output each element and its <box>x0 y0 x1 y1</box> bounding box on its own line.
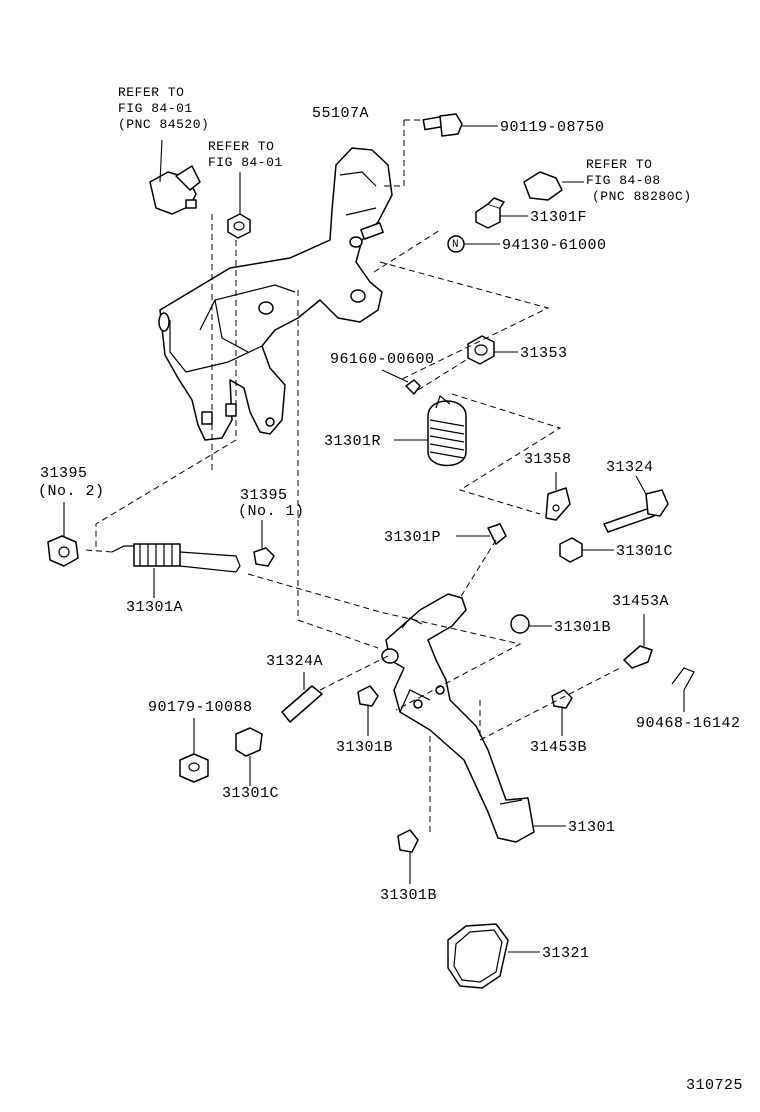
label-31321: 31321 <box>542 945 590 962</box>
label-31324: 31324 <box>606 459 654 476</box>
bushing-31395-no2-drawing <box>47 502 79 567</box>
bushing-31301F-drawing <box>475 197 528 229</box>
stopper-31301B-bottom-drawing <box>397 829 419 884</box>
bolt-31324-drawing <box>603 475 669 533</box>
ref-88280-line1: REFER TO <box>586 157 653 172</box>
ref-88280-line2: FIG 84-08 <box>586 173 661 188</box>
label-90468-16142: 90468-16142 <box>636 715 741 732</box>
spring-31301R-drawing <box>394 394 467 467</box>
bushing-31353-drawing <box>467 335 518 365</box>
stopper-31301B-right-drawing <box>510 614 552 634</box>
clip-31301P-drawing <box>456 523 507 545</box>
label-94130-61000: 94130-61000 <box>502 237 607 254</box>
bolt-90119-drawing <box>422 113 498 137</box>
label-31301B-bottom: 31301B <box>380 887 438 904</box>
connector-88280C-drawing <box>523 171 584 201</box>
label-31301F: 31301F <box>530 209 588 226</box>
clip-96160-drawing <box>381 369 421 395</box>
ref-84520-line2: FIG 84-01 <box>118 101 193 116</box>
n-marker-drawing <box>447 235 500 253</box>
label-90179-10088: 90179-10088 <box>148 699 253 716</box>
bushing-31301C-top-drawing <box>559 537 614 563</box>
ref-84520-line1: REFER TO <box>118 85 185 100</box>
clip-90468-drawing <box>671 667 695 712</box>
label-31453A: 31453A <box>612 593 670 610</box>
label-31324A: 31324A <box>266 653 324 670</box>
stop-lamp-switch-drawing <box>149 139 201 215</box>
bracket-31358-drawing <box>545 472 571 521</box>
label-31358: 31358 <box>524 451 572 468</box>
label-55107A: 55107A <box>312 105 370 122</box>
label-31301C-bottom: 31301C <box>222 785 280 802</box>
pedal-pad-31321-drawing <box>447 923 540 989</box>
ref-nut-line2: FIG 84-01 <box>208 155 283 170</box>
nut-31453B-drawing <box>551 689 573 736</box>
label-31301B-mid: 31301B <box>336 739 394 756</box>
label-31301C-top: 31301C <box>616 543 674 560</box>
label-96160-00600: 96160-00600 <box>330 351 435 368</box>
label-31301B-right: 31301B <box>554 619 612 636</box>
label-31395-no1-note: (No. 1) <box>238 503 305 520</box>
label-31353: 31353 <box>520 345 568 362</box>
ref-84520-line3: (PNC 84520) <box>118 117 210 132</box>
bushing-31301C-bottom-drawing <box>235 727 263 786</box>
bushing-31395-no1-drawing <box>253 520 275 567</box>
nut-drawing <box>227 172 251 239</box>
assembly-dashed-lines <box>85 119 621 836</box>
nut-90179-drawing <box>179 718 209 783</box>
spring-31301A-drawing <box>111 543 241 598</box>
pedal-arm-31301-drawing <box>381 593 566 843</box>
label-31301A: 31301A <box>126 599 184 616</box>
label-31301: 31301 <box>568 819 616 836</box>
ref-nut-line1: REFER TO <box>208 139 275 154</box>
n-marker-letter: N <box>452 239 460 251</box>
bolt-31453A-drawing <box>623 614 653 669</box>
label-31395-no2: 31395 <box>40 465 88 482</box>
label-31301R: 31301R <box>324 433 382 450</box>
label-31301P: 31301P <box>384 529 442 546</box>
figure-number: 310725 <box>686 1077 744 1094</box>
pin-31324A-drawing <box>281 672 323 723</box>
label-31453B: 31453B <box>530 739 588 756</box>
bracket-55107A-drawing <box>158 147 393 441</box>
ref-88280-line3: (PNC 88280C) <box>592 189 692 204</box>
label-31395-no1: 31395 <box>240 487 288 504</box>
stopper-31301B-mid-drawing <box>357 685 379 736</box>
label-31395-no2-note: (No. 2) <box>38 483 105 500</box>
label-90119-08750: 90119-08750 <box>500 119 605 136</box>
